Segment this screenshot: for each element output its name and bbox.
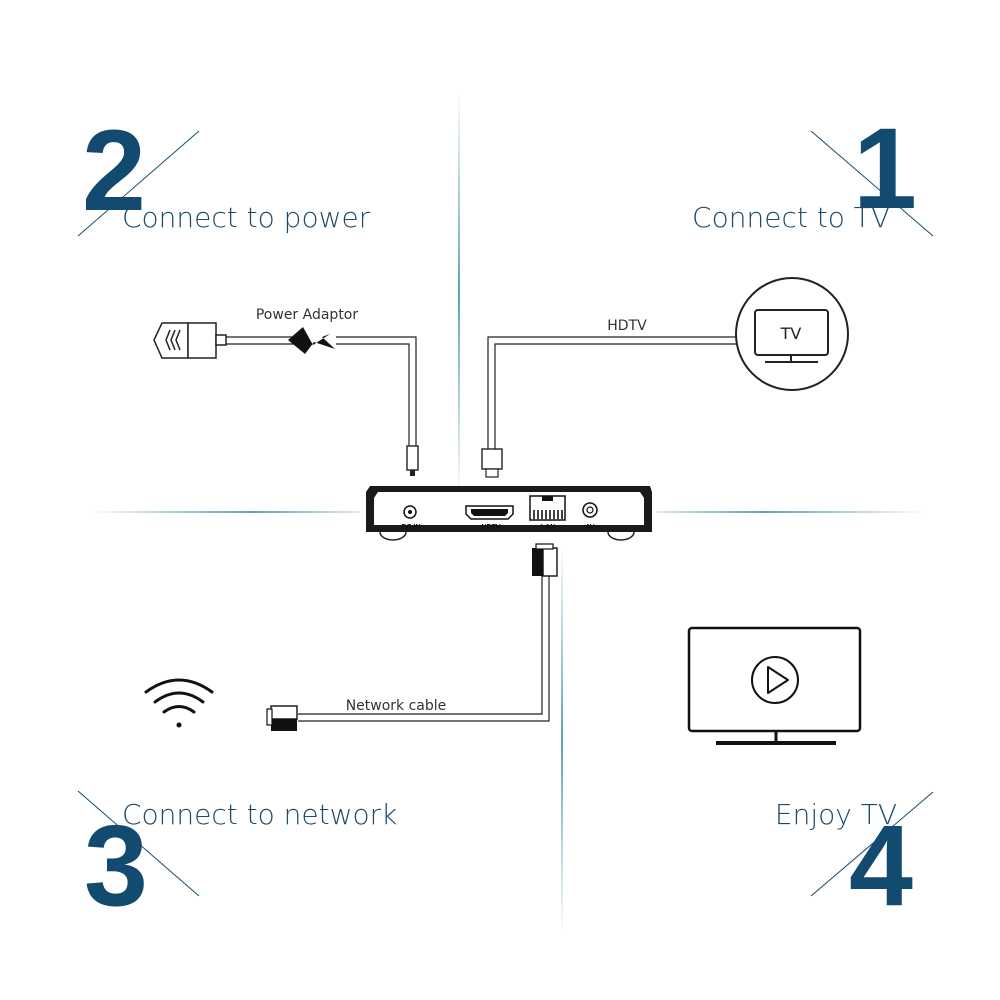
step-4-slash xyxy=(810,791,934,897)
step-2-number: 2 xyxy=(82,107,146,235)
lightning-icon xyxy=(288,327,335,354)
power-adaptor-label: Power Adaptor xyxy=(256,307,359,323)
divider-bottom xyxy=(561,545,563,935)
power-plug-icon xyxy=(153,322,227,359)
divider-left xyxy=(90,511,360,513)
network-cable xyxy=(298,576,550,722)
power-cable xyxy=(226,336,417,446)
network-cable-label: Network cable xyxy=(346,698,447,714)
hdmi-port xyxy=(465,505,514,520)
tv-icon-label: TV xyxy=(780,324,802,343)
wifi-icon xyxy=(144,678,214,728)
divider-right xyxy=(655,511,925,513)
hdmi-plug-icon xyxy=(481,448,503,470)
step-3-label: Connect to network xyxy=(122,798,397,831)
divider-top xyxy=(458,90,460,500)
lan-plug-icon xyxy=(532,543,558,577)
lan-port xyxy=(529,495,566,521)
dc-in-port xyxy=(403,505,417,519)
dc-plug-tip xyxy=(410,470,415,476)
step-4-number: 4 xyxy=(849,802,913,930)
av-port-label: AV xyxy=(585,524,595,531)
step-1-slash xyxy=(810,130,934,237)
av-port xyxy=(582,502,598,518)
hdtv-cable xyxy=(487,336,737,449)
play-tv-icon xyxy=(687,626,862,745)
step-1-label: Connect to TV xyxy=(692,201,890,234)
hdmi-port-label: HDTV xyxy=(481,524,500,531)
step-4-label: Enjoy TV xyxy=(775,798,897,831)
step-2-label: Connect to power xyxy=(122,201,371,234)
step-1-number: 1 xyxy=(853,105,917,233)
step-2-slash xyxy=(77,130,200,237)
dc-plug-icon xyxy=(406,445,419,471)
tv-circle-icon xyxy=(735,277,849,391)
dc-in-port-label: DC IN xyxy=(401,524,420,531)
hdtv-cable-label: HDTV xyxy=(607,318,647,334)
hdmi-plug-tip xyxy=(485,468,499,478)
step-3-slash xyxy=(77,790,200,897)
network-plug-icon xyxy=(266,705,298,731)
lan-port-label: LAN xyxy=(541,524,555,531)
